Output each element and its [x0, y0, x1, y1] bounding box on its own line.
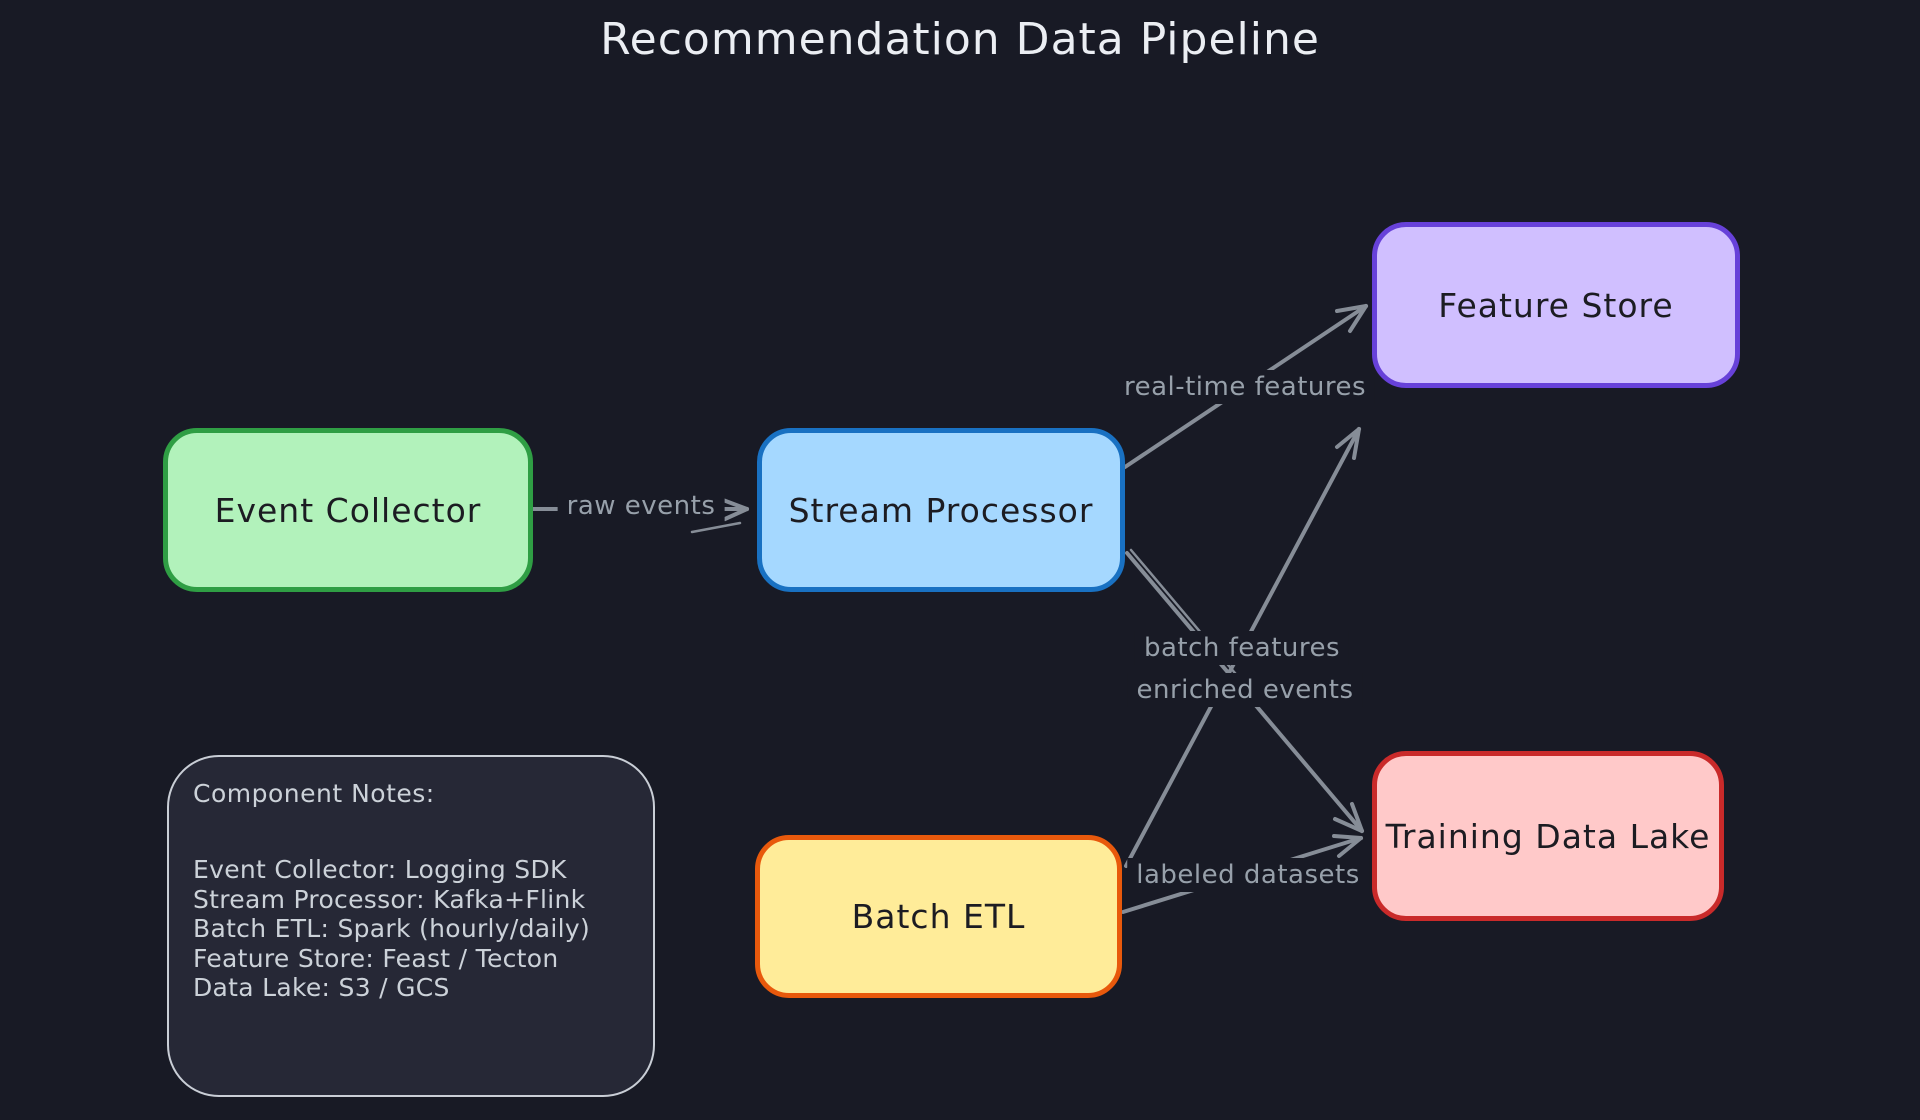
diagram-title[interactable]: Recommendation Data Pipeline [600, 14, 1320, 65]
notes-line-batch-etl: Batch ETL: Spark (hourly/daily) [193, 914, 591, 943]
edge-label-raw-events[interactable]: raw events [557, 489, 725, 523]
edge-label-real-time-features[interactable]: real-time features [1114, 370, 1376, 404]
node-batch-etl-label: Batch ETL [851, 897, 1026, 936]
node-feature-store[interactable]: Feature Store [1372, 222, 1740, 388]
node-stream-processor-label: Stream Processor [788, 490, 1094, 530]
edge-label-batch-features[interactable]: batch features [1134, 631, 1350, 665]
node-event-collector-label: Event Collector [214, 490, 482, 530]
notes-lines: Event Collector: Logging SDK Stream Proc… [193, 855, 629, 1003]
node-stream-processor[interactable]: Stream Processor [757, 428, 1125, 592]
notes-line-event-collector: Event Collector: Logging SDK [193, 855, 567, 884]
node-training-data-lake[interactable]: Training Data Lake [1372, 751, 1724, 921]
notes-line-data-lake: Data Lake: S3 / GCS [193, 973, 450, 1002]
notes-heading: Component Notes: [193, 779, 435, 808]
notes-box[interactable]: Component Notes: Event Collector: Loggin… [167, 755, 655, 1097]
node-feature-store-label: Feature Store [1438, 285, 1674, 325]
edge-label-labeled-datasets[interactable]: labeled datasets [1127, 858, 1369, 892]
notes-line-feature-store: Feature Store: Feast / Tecton [193, 943, 559, 973]
node-event-collector[interactable]: Event Collector [163, 428, 533, 592]
notes-line-stream-processor: Stream Processor: Kafka+Flink [193, 884, 586, 914]
node-training-data-lake-label: Training Data Lake [1385, 816, 1711, 856]
edge-label-enriched-events[interactable]: enriched events [1127, 673, 1363, 707]
node-batch-etl[interactable]: Batch ETL [755, 835, 1122, 998]
